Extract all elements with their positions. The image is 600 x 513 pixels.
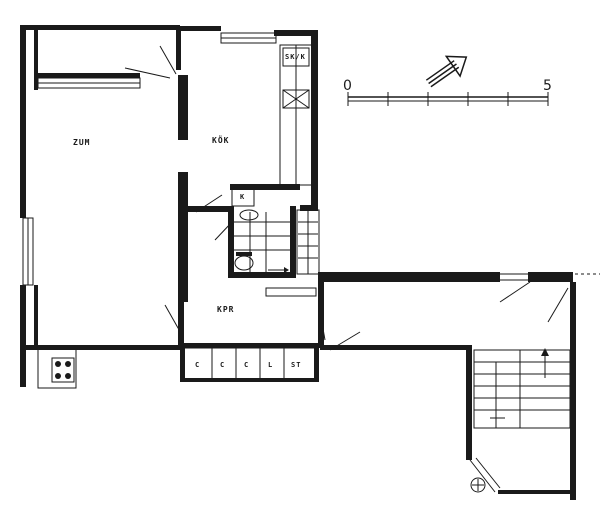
scale-end-label: 5: [543, 78, 552, 94]
scale-bar: 0 5: [343, 78, 552, 106]
closet-label: C: [195, 361, 200, 369]
bathroom-tiles: [234, 212, 290, 272]
outer-walls: [20, 25, 600, 500]
room-label-kitchen: KÖK: [212, 135, 229, 145]
fixture-label-kitchen-unit: SK/K: [285, 53, 306, 61]
interior-walls: [37, 44, 320, 382]
closet-label: ST: [291, 361, 301, 369]
room-label-living: ZUM: [73, 138, 90, 147]
stove-icon: [51, 357, 75, 383]
door-swings: [124, 45, 569, 351]
sink-icon: [239, 209, 259, 221]
closet-label: L: [268, 361, 273, 369]
closet-label: C: [244, 361, 249, 369]
staircase: [473, 348, 571, 429]
room-label-hall: KPR: [217, 305, 234, 314]
scale-start-label: 0: [343, 78, 352, 94]
north-arrow-icon: [425, 55, 468, 88]
closet-shelves: [298, 221, 318, 259]
fixture-label-k: K: [240, 193, 245, 201]
closet-label: C: [220, 361, 225, 369]
